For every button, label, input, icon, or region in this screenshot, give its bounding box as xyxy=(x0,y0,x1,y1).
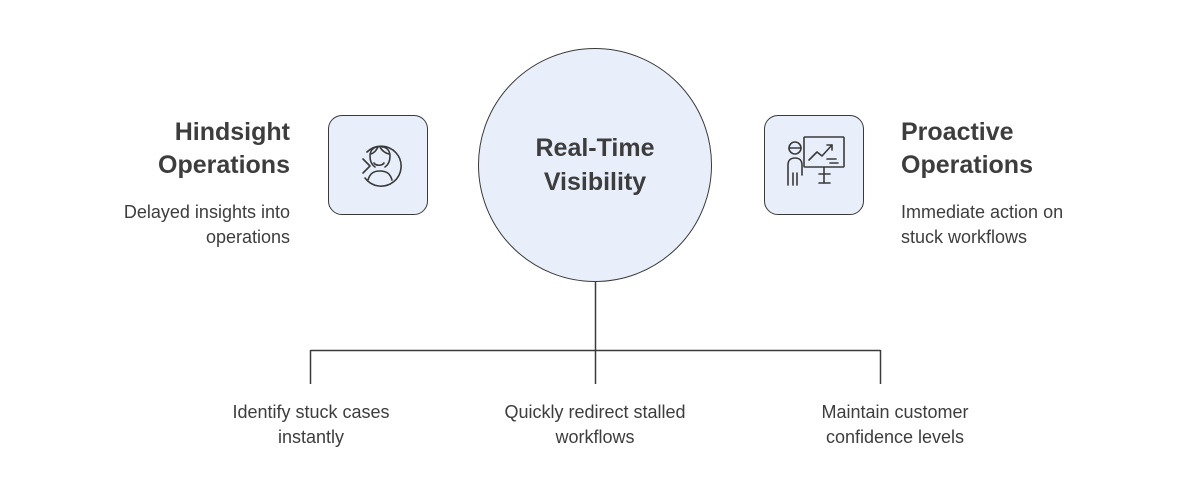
left-title-line1: Hindsight xyxy=(174,118,290,146)
center-title: Real-Time Visibility xyxy=(510,131,680,199)
left-description: Delayed insights into operations xyxy=(60,200,290,250)
branch-label-maintain: Maintain customer confidence levels xyxy=(775,400,1015,450)
center-title-line2: Visibility xyxy=(543,168,647,196)
presentation-chart-icon xyxy=(787,136,845,186)
branch-label-identify: Identify stuck cases instantly xyxy=(191,400,431,450)
left-title: Hindsight Operations xyxy=(70,116,290,182)
branch-label-redirect: Quickly redirect stalled workflows xyxy=(475,400,715,450)
branch-label-line1: Identify stuck cases xyxy=(232,402,390,422)
right-description: Immediate action on stuck workflows xyxy=(901,200,1131,250)
branch-label-line2: workflows xyxy=(555,427,635,447)
left-desc-line2: operations xyxy=(205,227,290,247)
branch-label-line2: confidence levels xyxy=(825,427,965,447)
branch-label-line1: Maintain customer xyxy=(821,402,969,422)
left-icon-box xyxy=(328,115,428,215)
left-title-line2: Operations xyxy=(158,151,290,179)
branch-label-line1: Quickly redirect stalled xyxy=(504,402,686,422)
center-title-line1: Real-Time xyxy=(535,134,655,162)
right-desc-line1: Immediate action on xyxy=(901,202,1064,222)
hindsight-person-icon xyxy=(362,145,402,187)
right-title-line2: Operations xyxy=(901,151,1033,179)
right-title: Proactive Operations xyxy=(901,116,1121,182)
branch-label-line2: instantly xyxy=(277,427,345,447)
left-desc-line1: Delayed insights into xyxy=(123,202,290,222)
right-title-line1: Proactive xyxy=(901,118,1014,146)
right-desc-line2: stuck workflows xyxy=(901,227,1028,247)
center-node: Real-Time Visibility xyxy=(478,48,712,282)
right-icon-box xyxy=(764,115,864,215)
